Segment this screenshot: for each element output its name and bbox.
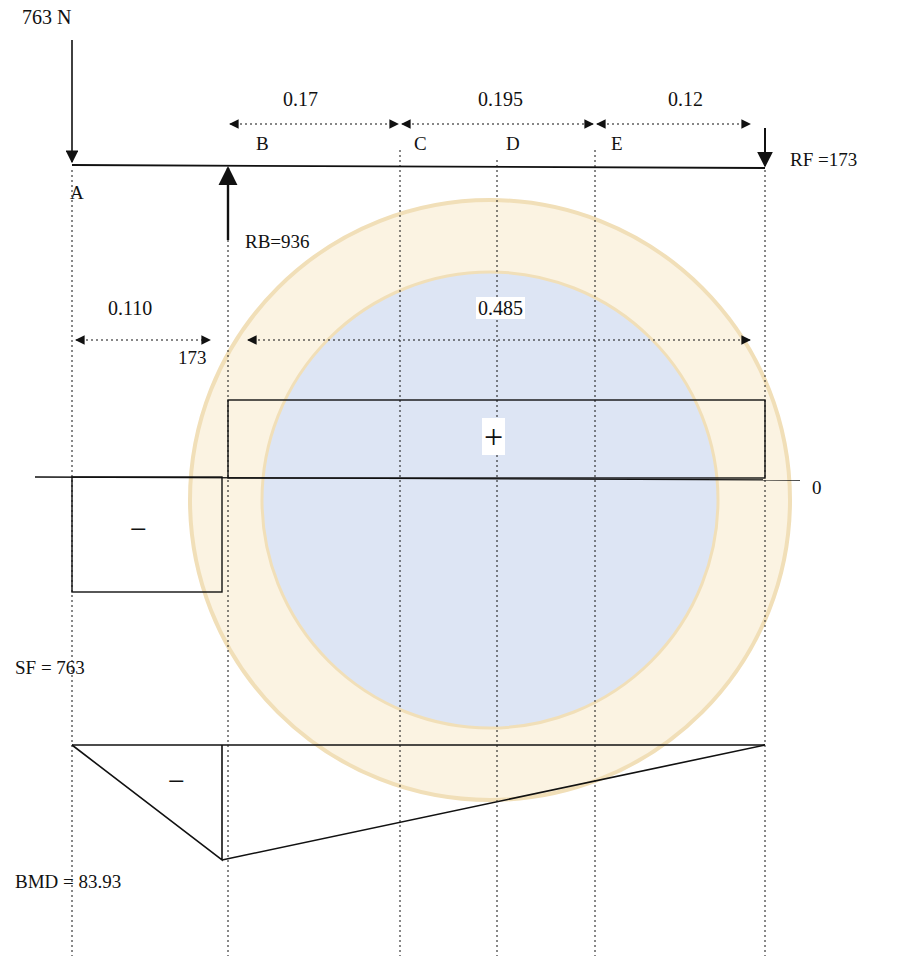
dimension: 0.12 [668,88,703,110]
beam [72,165,765,168]
sign-symbol: + [482,418,505,455]
dimension: 0.17 [283,88,318,110]
watermark-seal [190,200,790,800]
reaction-arrow [227,168,229,240]
sign-symbol: − [130,512,147,545]
reaction-value: RB=936 [245,232,310,253]
shear-force-diagram [35,400,800,592]
point-name: A [70,183,84,204]
load-value: 763 N [22,6,71,28]
dimension: 0.110 [108,297,152,319]
point-name: E [611,134,623,155]
point-name: C [414,134,427,155]
bending-moment-diagram [72,745,765,860]
section-lines [72,150,765,956]
point-name: D [506,134,520,155]
load-arrow [71,40,73,162]
axis-zero: 0 [812,478,822,499]
reaction-arrow [764,128,766,166]
dimension: 0.485 [476,297,525,319]
point-name: B [256,134,269,155]
dimension-arrows [76,124,750,340]
shear-max-value: SF = 763 [15,658,85,679]
shear-value: 173 [178,348,207,369]
reaction-value: RF =173 [790,150,857,171]
moment-max-value: BMD = 83.93 [15,872,121,893]
dimension: 0.195 [478,88,523,110]
sign-symbol: − [168,764,185,797]
